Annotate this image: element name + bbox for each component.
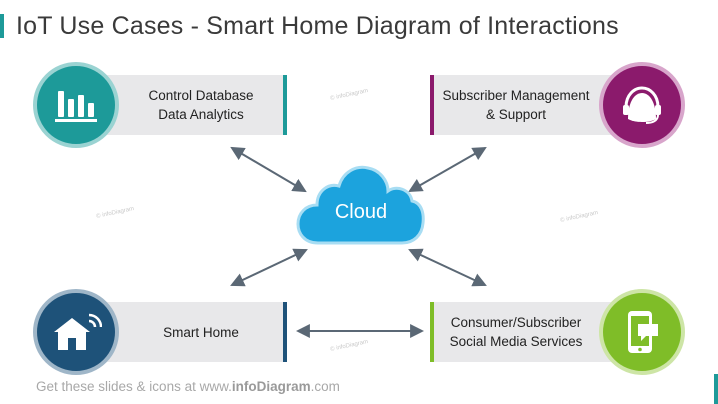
edge-accent-left <box>0 14 4 38</box>
card-accent-bar <box>430 302 434 362</box>
bar-chart-icon <box>55 91 97 122</box>
card-label-consumer-social: Consumer/Subscriber Social Media Service… <box>449 315 583 349</box>
card-accent-bar <box>430 75 434 135</box>
card-label-control-database: Control Database Data Analytics <box>148 88 254 122</box>
circle-control-database <box>33 62 119 148</box>
cloud-label: Cloud <box>334 201 388 223</box>
arrow-control-database-cloud <box>230 146 307 193</box>
circle-smart-home <box>33 289 119 375</box>
circle-subscriber-management <box>599 62 685 148</box>
card-label-subscriber-management: Subscriber Management & Support <box>442 88 590 122</box>
arrow-smart-home-cloud <box>230 248 308 287</box>
cloud-icon <box>296 165 425 245</box>
card-accent-bar <box>283 75 287 135</box>
card-accent-bar <box>283 302 287 362</box>
headset-agent-icon <box>623 86 661 124</box>
arrow-consumer-social-cloud <box>408 248 487 287</box>
slide-title: IoT Use Cases - Smart Home Diagram of In… <box>16 12 619 40</box>
smartphone-chat-icon <box>628 311 658 353</box>
footer-brand: infoDiagram <box>231 379 311 394</box>
footer-credit: Get these slides & icons at www.infoDiag… <box>36 379 340 394</box>
circle-consumer-social <box>599 289 685 375</box>
footer-prefix: Get these slides & icons at www. <box>36 379 232 394</box>
wireless-home-icon <box>54 313 102 350</box>
card-label-smart-home: Smart Home <box>163 324 239 340</box>
edge-accent-right <box>714 374 718 404</box>
footer-suffix: .com <box>310 379 340 394</box>
cloud-node: Cloud <box>296 163 426 249</box>
arrow-subscriber-management-cloud <box>408 146 487 193</box>
